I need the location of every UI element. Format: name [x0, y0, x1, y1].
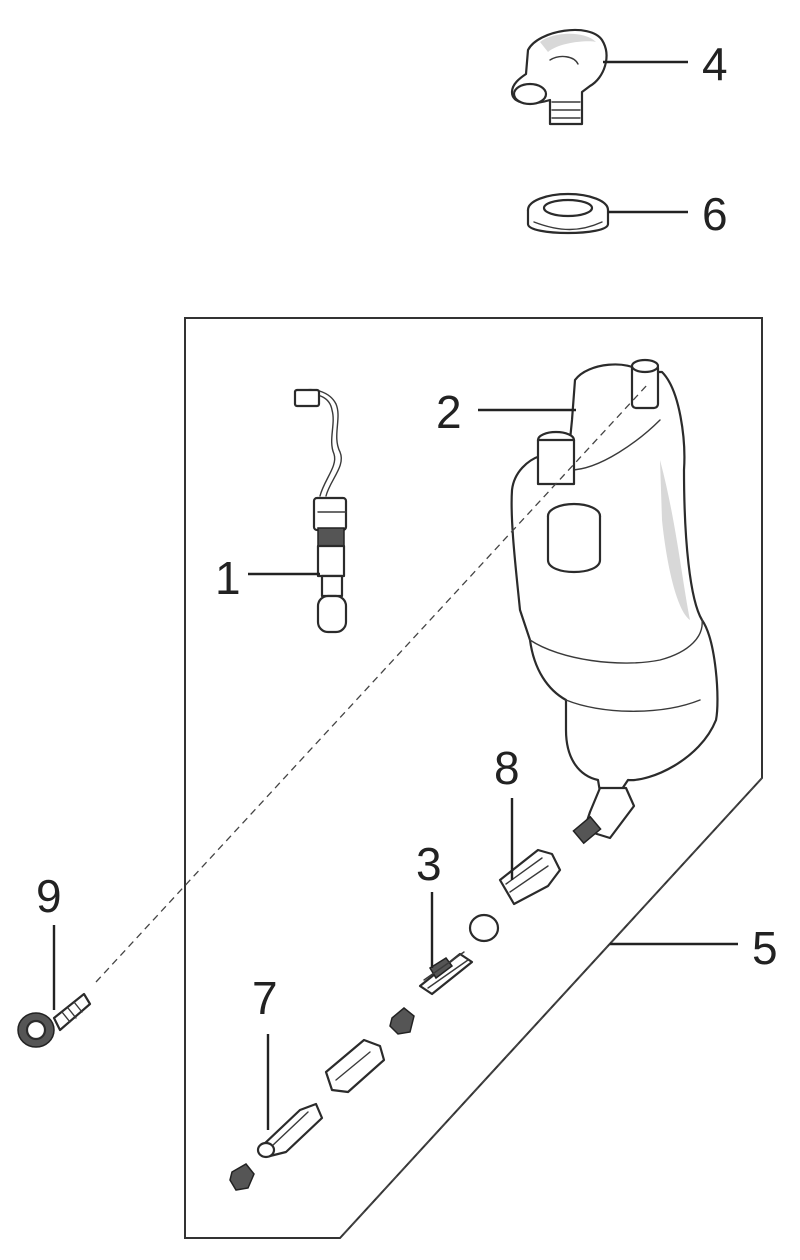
hose-connector-part	[468, 848, 562, 943]
check-valve-part	[418, 951, 474, 996]
callout-5: 5	[752, 922, 778, 974]
callout-2: 2	[436, 386, 462, 438]
callout-3: 3	[416, 838, 442, 890]
callout-4: 4	[702, 38, 728, 90]
filler-cap-part	[510, 28, 608, 126]
assembly-box-outline	[184, 317, 763, 1239]
washer-tank-part	[510, 358, 719, 845]
washer-pump-part	[229, 1038, 386, 1191]
callout-6: 6	[702, 188, 728, 240]
seal-ring-part	[526, 192, 610, 235]
callout-9: 9	[36, 870, 62, 922]
callout-8: 8	[494, 742, 520, 794]
grommet-part	[389, 1007, 415, 1035]
level-sensor-part	[293, 388, 348, 634]
callout-7: 7	[252, 972, 278, 1024]
callout-1: 1	[215, 552, 241, 604]
mounting-bolt-part	[17, 992, 92, 1048]
assembly-guide-line	[95, 383, 649, 983]
